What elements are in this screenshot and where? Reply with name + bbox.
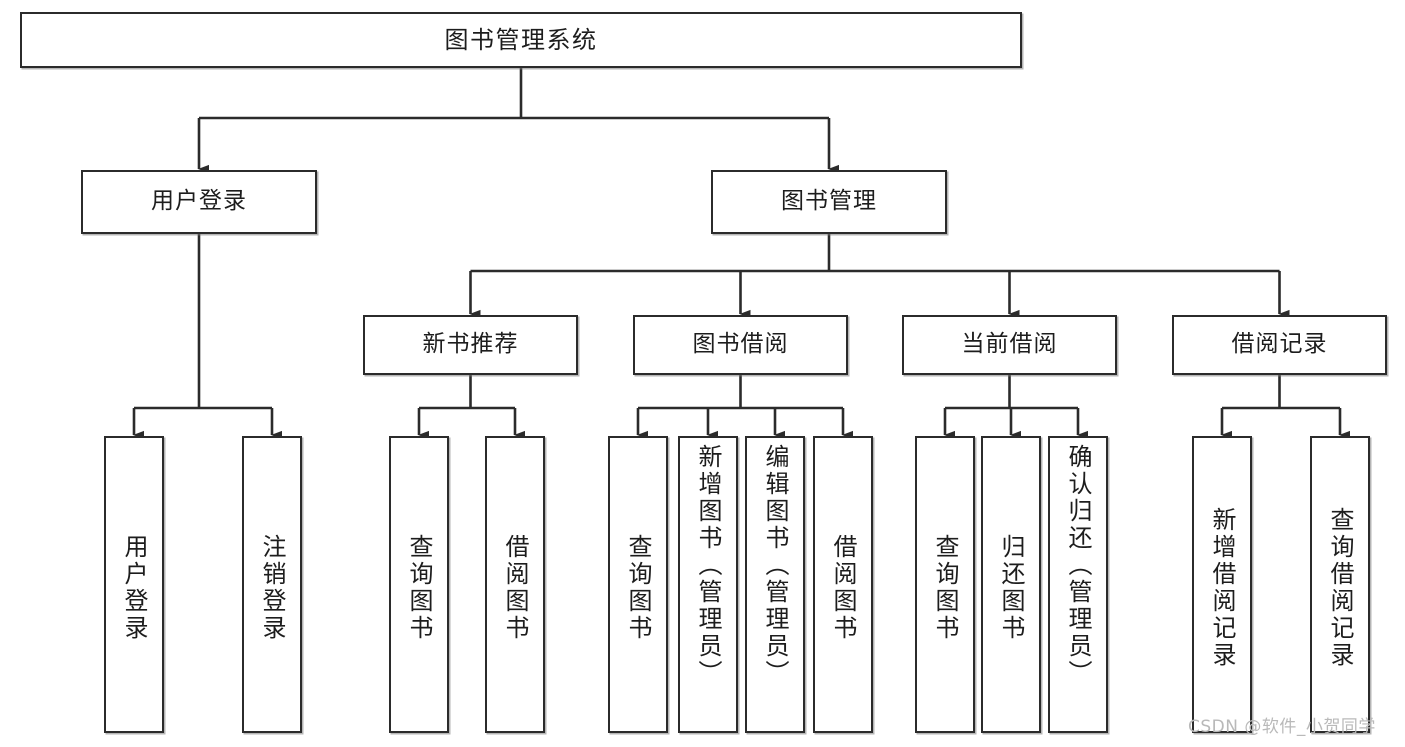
node-leaf-query-book-3-label: 查询图书 xyxy=(931,533,959,642)
node-leaf-borrow-book-2[interactable]: 借阅图书 xyxy=(813,436,873,733)
node-leaf-query-book-1-label: 查询图书 xyxy=(405,533,433,642)
node-leaf-user-login-label: 用户登录 xyxy=(120,533,148,642)
node-leaf-query-book-2[interactable]: 查询图书 xyxy=(608,436,668,733)
node-leaf-query-book-1[interactable]: 查询图书 xyxy=(389,436,449,733)
node-book-borrow[interactable]: 图书借阅 xyxy=(633,315,848,375)
node-borrow-record-label: 借阅记录 xyxy=(1231,331,1328,358)
node-root[interactable]: 图书管理系统 xyxy=(20,12,1022,68)
node-leaf-add-book-label: 新增图书（管理员） xyxy=(694,444,722,687)
node-leaf-query-book-2-label: 查询图书 xyxy=(624,533,652,642)
node-leaf-edit-book[interactable]: 编辑图书（管理员） xyxy=(745,436,805,733)
node-current-borrow[interactable]: 当前借阅 xyxy=(902,315,1117,375)
node-leaf-edit-book-label: 编辑图书（管理员） xyxy=(761,444,789,687)
node-leaf-add-record-label: 新增借阅记录 xyxy=(1208,506,1236,669)
node-leaf-add-book[interactable]: 新增图书（管理员） xyxy=(678,436,738,733)
node-leaf-query-record[interactable]: 查询借阅记录 xyxy=(1310,436,1370,733)
node-leaf-borrow-book-1[interactable]: 借阅图书 xyxy=(485,436,545,733)
node-leaf-confirm-return[interactable]: 确认归还（管理员） xyxy=(1048,436,1108,733)
node-new-book-rec[interactable]: 新书推荐 xyxy=(363,315,578,375)
node-leaf-query-book-3[interactable]: 查询图书 xyxy=(915,436,975,733)
node-leaf-borrow-book-2-label: 借阅图书 xyxy=(829,533,857,642)
node-leaf-return-book[interactable]: 归还图书 xyxy=(981,436,1041,733)
node-book-manage[interactable]: 图书管理 xyxy=(711,170,947,234)
node-book-borrow-label: 图书借阅 xyxy=(692,331,789,358)
node-leaf-query-record-label: 查询借阅记录 xyxy=(1326,506,1354,669)
node-leaf-confirm-return-label: 确认归还（管理员） xyxy=(1064,444,1092,687)
node-user-login-label: 用户登录 xyxy=(151,188,247,215)
node-user-login[interactable]: 用户登录 xyxy=(81,170,317,234)
node-leaf-add-record[interactable]: 新增借阅记录 xyxy=(1192,436,1252,733)
node-current-borrow-label: 当前借阅 xyxy=(961,331,1058,358)
node-borrow-record[interactable]: 借阅记录 xyxy=(1172,315,1387,375)
node-root-label: 图书管理系统 xyxy=(444,25,598,54)
node-leaf-logout-label: 注销登录 xyxy=(258,533,286,642)
csdn-watermark: CSDN @软件_小贺同学 xyxy=(1188,717,1376,737)
node-leaf-logout[interactable]: 注销登录 xyxy=(242,436,302,733)
node-new-book-rec-label: 新书推荐 xyxy=(422,331,519,358)
node-book-manage-label: 图书管理 xyxy=(781,188,877,215)
node-leaf-return-book-label: 归还图书 xyxy=(997,533,1025,642)
node-leaf-borrow-book-1-label: 借阅图书 xyxy=(501,533,529,642)
node-leaf-user-login[interactable]: 用户登录 xyxy=(104,436,164,733)
